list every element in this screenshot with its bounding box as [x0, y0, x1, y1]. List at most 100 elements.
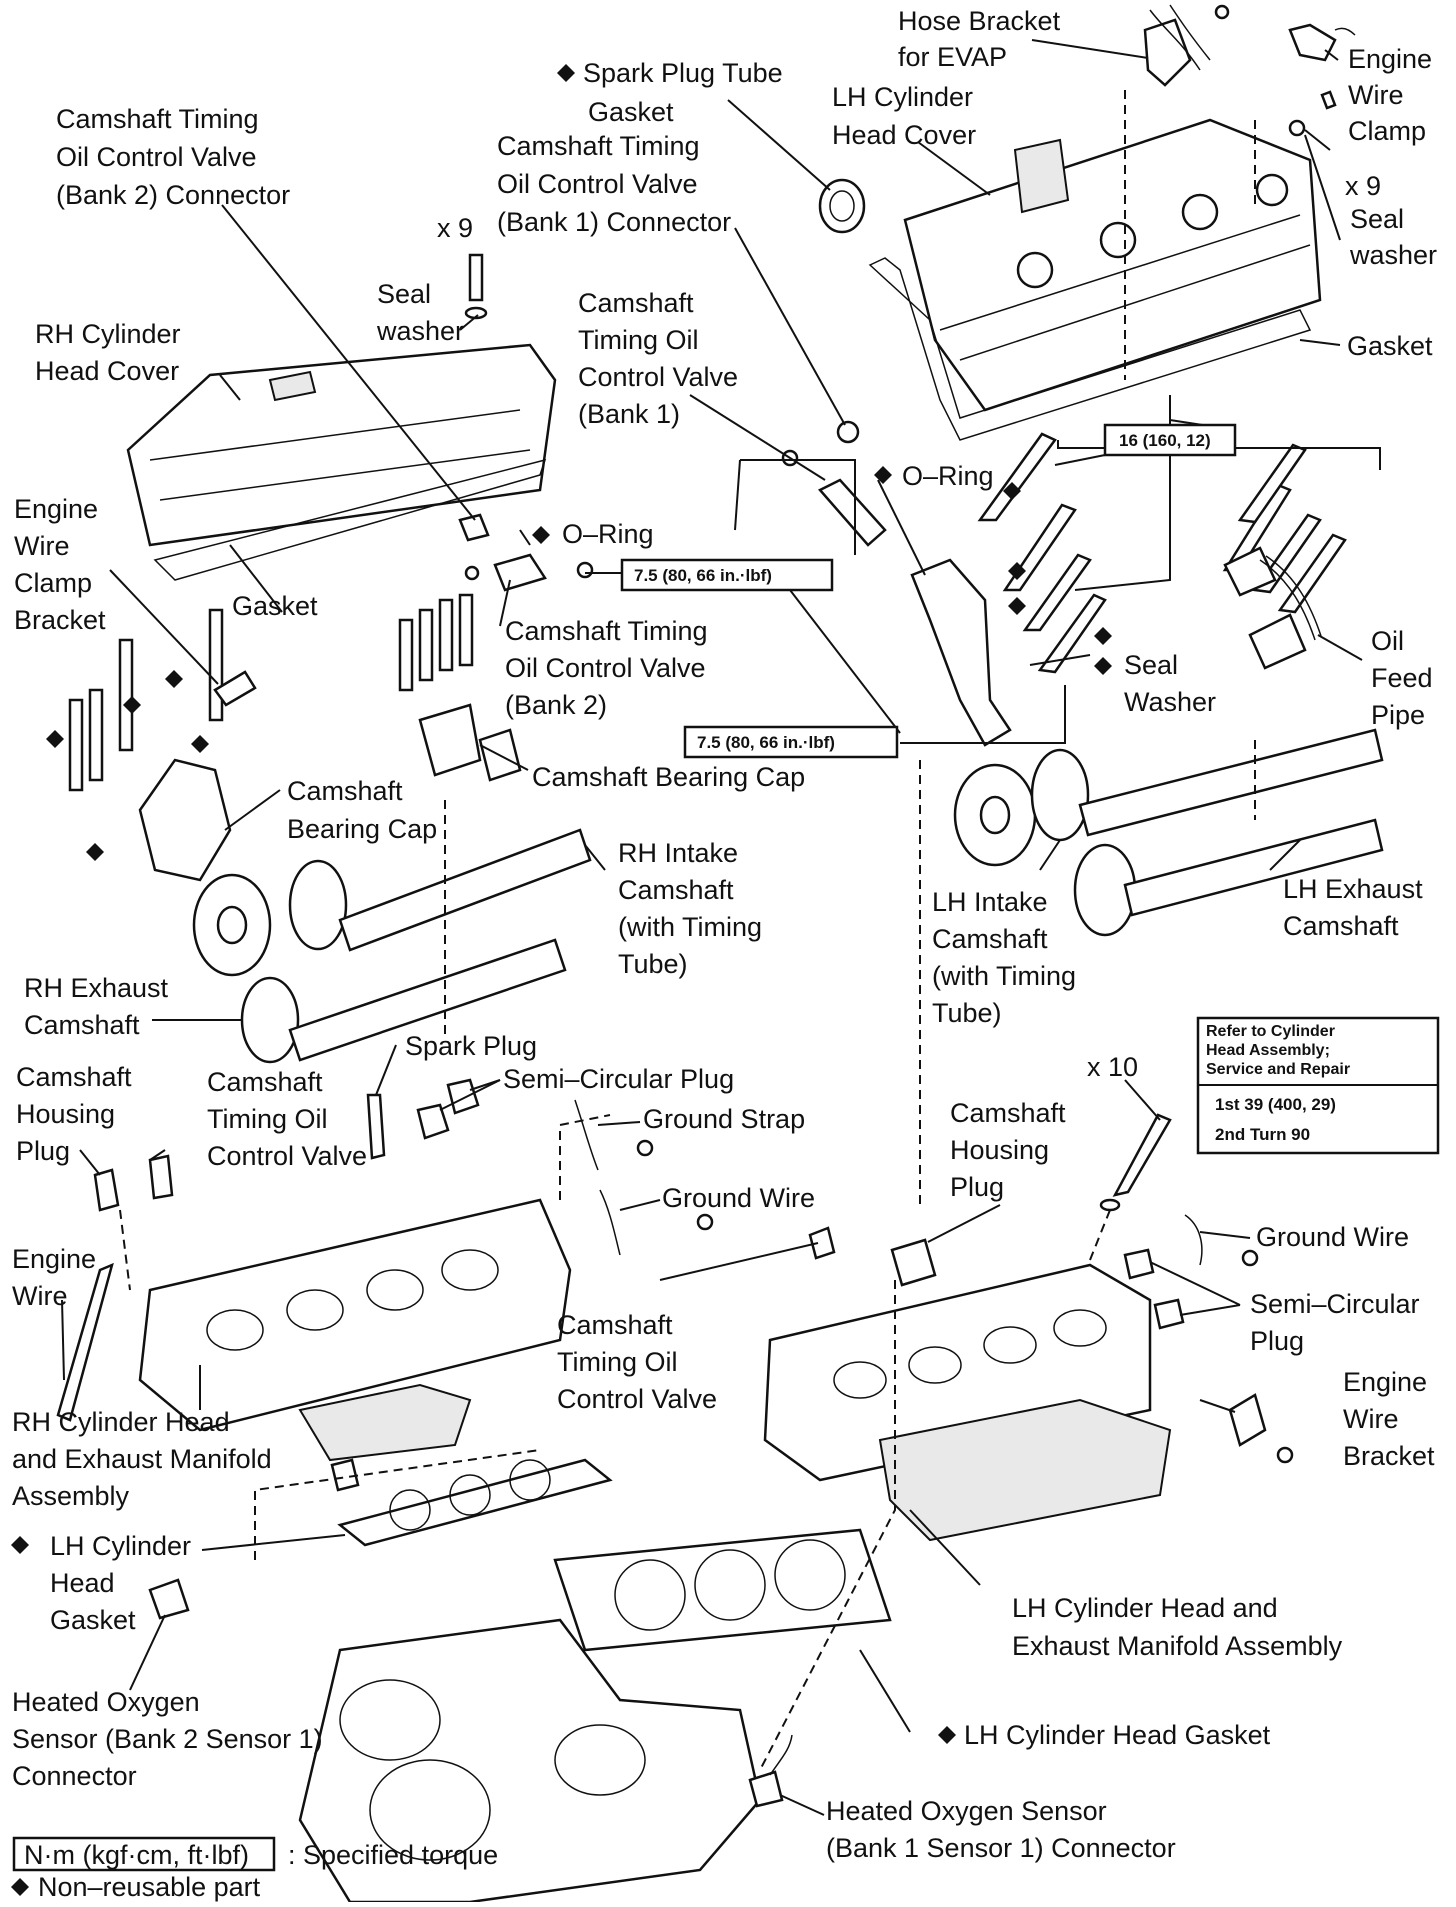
lh-head-gasket-right-part [553, 1528, 892, 1652]
label-ground-strap: Ground Strap [643, 1104, 805, 1134]
svg-text:Camshaft: Camshaft [16, 1062, 132, 1092]
svg-text:RH Intake: RH Intake [618, 838, 738, 868]
legend-torque-desc: : Specified torque [288, 1840, 498, 1870]
label-ground-wire-right: Ground Wire [1256, 1222, 1409, 1252]
svg-text:LH Exhaust: LH Exhaust [1283, 874, 1423, 904]
svg-text:Camshaft Timing: Camshaft Timing [497, 131, 700, 161]
svg-text:Sensor (Bank 2 Sensor 1): Sensor (Bank 2 Sensor 1) [12, 1724, 323, 1754]
label-camshaft-housing-plug-right: Camshaft Housing Plug [950, 1098, 1066, 1202]
label-camshaft-housing-plug-left: Camshaft Housing Plug [16, 1062, 132, 1166]
svg-text:Camshaft: Camshaft [287, 776, 403, 806]
ground-wire-part-mid [599, 1189, 714, 1256]
svg-text:Gasket: Gasket [50, 1605, 136, 1635]
svg-text:Heated Oxygen Sensor: Heated Oxygen Sensor [826, 1796, 1107, 1826]
head-bolts-x10 [1099, 1113, 1172, 1212]
ho2-bank2-connector-part [148, 1458, 360, 1620]
label-lh-intake-camshaft: LH Intake Camshaft (with Timing Tube) [932, 887, 1076, 1028]
svg-text:Camshaft: Camshaft [557, 1310, 673, 1340]
ref-box-text: Refer to Cylinder Head Assembly; Service… [1206, 1023, 1350, 1144]
svg-text:washer: washer [1349, 240, 1437, 270]
svg-text:Service and Repair: Service and Repair [1206, 1061, 1350, 1078]
svg-text:Semi–Circular: Semi–Circular [1250, 1289, 1420, 1319]
engine-block [298, 1618, 762, 1904]
svg-text:(Bank 2): (Bank 2) [505, 690, 607, 720]
label-spark-plug: Spark Plug [405, 1031, 537, 1061]
svg-text:Engine: Engine [1348, 44, 1432, 74]
svg-text:Wire: Wire [1343, 1404, 1399, 1434]
label-camshaft-bearing-cap-mid: Camshaft Bearing Cap [532, 762, 805, 792]
svg-text:for EVAP: for EVAP [898, 42, 1007, 72]
rh-cover-bolt [464, 253, 488, 320]
svg-text:(with Timing: (with Timing [618, 912, 762, 942]
ground-wire-part-right [1184, 1214, 1259, 1267]
svg-text:Plug: Plug [950, 1172, 1004, 1202]
label-engine-wire-clamp-bracket: Engine Wire Clamp Bracket [14, 494, 106, 635]
svg-text:Clamp: Clamp [14, 568, 92, 598]
svg-text:Clamp: Clamp [1348, 116, 1426, 146]
svg-text:RH Exhaust: RH Exhaust [24, 973, 169, 1003]
svg-text:Control Valve: Control Valve [557, 1384, 717, 1414]
svg-text:Camshaft: Camshaft [932, 924, 1048, 954]
diamond-markers [11, 64, 1112, 1896]
svg-text:(Bank 1 Sensor 1) Connector: (Bank 1 Sensor 1) Connector [826, 1833, 1176, 1863]
label-x10: x 10 [1087, 1052, 1138, 1082]
label-engine-wire-clamp-top: Engine Wire Clamp [1348, 44, 1432, 146]
label-x9-right: x 9 [1345, 171, 1381, 201]
svg-text:Camshaft: Camshaft [950, 1098, 1066, 1128]
svg-text:washer: washer [376, 316, 464, 346]
ocv-left-part [93, 1154, 174, 1212]
svg-text:Head: Head [50, 1568, 115, 1598]
svg-text:Camshaft Timing: Camshaft Timing [56, 104, 259, 134]
svg-text:Control Valve: Control Valve [207, 1141, 367, 1171]
svg-text:Oil Control Valve: Oil Control Valve [56, 142, 257, 172]
svg-text:Seal: Seal [1124, 650, 1178, 680]
label-rh-cylinder-head-cover: RH Cylinder Head Cover [35, 319, 181, 386]
bearing-cap-left [418, 703, 522, 782]
svg-text:LH Cylinder: LH Cylinder [50, 1531, 191, 1561]
rh-exhaust-camshaft [240, 938, 567, 1064]
svg-text:LH Cylinder Head and: LH Cylinder Head and [1012, 1593, 1278, 1623]
svg-text:Engine: Engine [12, 1244, 96, 1274]
housing-plug-right-part [890, 1238, 937, 1287]
svg-text:Seal: Seal [377, 279, 431, 309]
label-rh-intake-camshaft: RH Intake Camshaft (with Timing Tube) [618, 838, 762, 979]
ref-box [1196, 1016, 1440, 1155]
engine-wire-bracket-part [1228, 1393, 1294, 1464]
svg-text:Camshaft: Camshaft [1283, 911, 1399, 941]
svg-text:Tube): Tube) [618, 949, 688, 979]
oil-feed-pipe [1259, 555, 1322, 641]
engine-wire-part [56, 1262, 114, 1422]
svg-text:Head Assembly;: Head Assembly; [1206, 1042, 1330, 1059]
svg-text:Assembly: Assembly [12, 1481, 130, 1511]
svg-text:and Exhaust Manifold: and Exhaust Manifold [12, 1444, 272, 1474]
svg-text:Feed: Feed [1371, 663, 1433, 693]
label-ocv-bank2-connector: Camshaft Timing Oil Control Valve (Bank … [56, 104, 290, 210]
label-ocv-bank1-connector: Camshaft Timing Oil Control Valve (Bank … [497, 131, 731, 237]
svg-text:Tube): Tube) [932, 998, 1002, 1028]
svg-text:Head Cover: Head Cover [35, 356, 179, 386]
rh-cover-gasket [153, 458, 547, 581]
svg-text:Control Valve: Control Valve [578, 362, 738, 392]
svg-text:Housing: Housing [950, 1135, 1049, 1165]
svg-text:Pipe: Pipe [1371, 700, 1425, 730]
svg-text:2nd Turn 90: 2nd Turn 90 [1215, 1125, 1310, 1144]
svg-text:Timing Oil: Timing Oil [578, 325, 699, 355]
svg-text:Head Cover: Head Cover [832, 120, 976, 150]
torque-16-text: 16 (160, 12) [1119, 431, 1211, 450]
label-hose-bracket: Hose Bracket for EVAP [898, 6, 1061, 72]
ocv-bank1 [781, 420, 887, 547]
label-o-ring-left: O–Ring [562, 519, 654, 549]
label-seal-washer-mid: Seal Washer [1124, 650, 1216, 717]
svg-text:Camshaft: Camshaft [578, 288, 694, 318]
svg-text:Timing Oil: Timing Oil [557, 1347, 678, 1377]
lh-exhaust-camshaft [1073, 818, 1384, 937]
svg-text:Housing: Housing [16, 1099, 115, 1129]
torque-box-75-a [620, 558, 834, 592]
label-gasket-left: Gasket [232, 591, 318, 621]
svg-text:Bearing Cap: Bearing Cap [287, 814, 437, 844]
label-semi-circular-plug-top: Semi–Circular Plug [503, 1064, 734, 1094]
svg-text:Wire: Wire [1348, 80, 1404, 110]
label-ocv-bank1: Camshaft Timing Oil Control Valve (Bank … [578, 288, 738, 429]
